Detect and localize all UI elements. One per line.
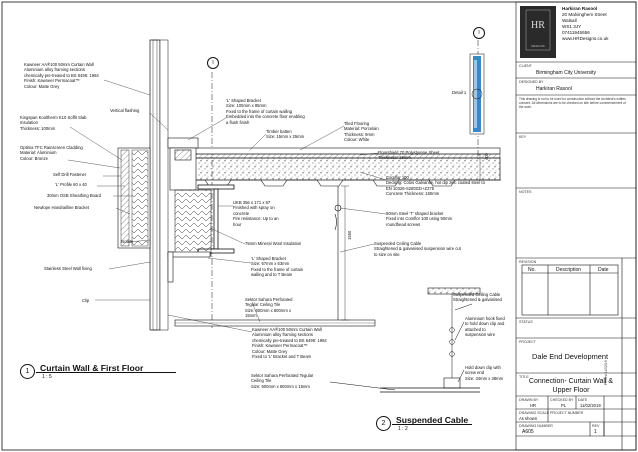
- company-name: Harkiran Rasool: [562, 6, 598, 11]
- rev-header-no: No.: [528, 267, 536, 273]
- detail-reference: Detail 1: [452, 90, 467, 95]
- print-date: Printed 11/02/19: [604, 360, 608, 385]
- date-label: DATE: [578, 398, 588, 402]
- label-mineral-wool: 75mm Mineral Wool Insulation: [245, 241, 302, 246]
- title-label: TITLE: [519, 375, 529, 379]
- dimension-plenum: 1550: [347, 230, 352, 240]
- rev-header-description: Description: [556, 267, 582, 273]
- label-slab-insulation: Kingspan Kooltherm K10 Soffit Slab Insul…: [20, 115, 87, 131]
- rev-value: 1: [594, 429, 597, 435]
- label-suspension-cable-main: Suspended Ceiling Cable Straightened & g…: [374, 241, 461, 257]
- section-marker-elevation: I: [473, 27, 485, 39]
- suspension-wire: [334, 186, 342, 320]
- project-label: PROJECT: [519, 340, 536, 344]
- slab-edge-brackets: [167, 137, 199, 191]
- revision-label: REVISION: [519, 260, 537, 264]
- key-label: KEY: [519, 135, 527, 139]
- section-marker-main: I: [207, 57, 219, 69]
- checked-value: PL: [561, 403, 567, 408]
- label-ceiling-tile-top: Sektor Sahara Perforated Tegular Ceiling…: [245, 297, 293, 319]
- designer-label: DESIGNED BY: [519, 80, 544, 84]
- label-l-profile: 'L' Profile 60 x 40: [55, 182, 87, 187]
- detail-1-underline: [36, 372, 176, 373]
- drawing-number-label: DRAWING NUMBER: [519, 424, 553, 428]
- label-l-bracket-mid: 'L' Shaped Bracket Size: 67mm x 63mm Fix…: [251, 256, 304, 278]
- drawn-value: HR: [530, 403, 537, 408]
- scale-label: DRAWING SCALE: [519, 411, 550, 415]
- label-osb: 30mm OSB Sheathing Board: [47, 193, 102, 198]
- cable-detail: [329, 287, 481, 393]
- drawing-number-value: A605: [522, 429, 534, 435]
- title-block-frame: [515, 1, 637, 451]
- elevation-thumbnail: [469, 40, 485, 160]
- curtain-wall-mullion: [149, 39, 169, 331]
- detail-1-title: Curtain Wall & First Floor: [40, 363, 144, 373]
- label-hook-fixed: Aluminium hook fixed to hold down clip a…: [465, 316, 505, 338]
- mineral-wool: [174, 189, 212, 257]
- detail-2-title: Suspended Cable: [396, 415, 469, 425]
- label-isolate: Isolate: [121, 239, 134, 244]
- dimension-slab: 400: [484, 153, 489, 160]
- label-cladding: Optima TFC Rainscreen Cladding Material:…: [20, 145, 83, 161]
- date-value: 11/02/2019: [580, 403, 601, 408]
- floor-slab: [194, 147, 501, 187]
- company-web: www.HRDesigns.co.uk: [562, 36, 609, 41]
- label-self-drill: Self Drill Fastener: [53, 172, 87, 177]
- label-clip: Clip: [82, 298, 90, 303]
- label-floorshield: Floorshield 70 Polystyrene Sheet Thickne…: [378, 150, 440, 161]
- label-handrail-bracket: Newlope Handrailline Bracket: [34, 205, 89, 210]
- project-number-label: PROJECT NUMBER: [550, 411, 584, 415]
- drawing-title: Connection- Curtain Wall & Upper Floor: [528, 378, 614, 394]
- company-phone: 07411945656: [562, 30, 590, 35]
- designer-value: Harkiran Rasool: [536, 86, 572, 92]
- label-ceiling-tile-bottom: Sektor Sahara Perforated Tegular Ceiling…: [251, 373, 314, 389]
- drawn-label: DRAWN BY: [519, 398, 539, 402]
- label-ukb: UKB 356 x 171 x 67 Finished with spray o…: [233, 200, 279, 227]
- label-curtain-wall-bottom: Kawneer AA®100 50mm Curtain Wall Alumini…: [252, 327, 327, 360]
- notes-label: NOTES: [519, 190, 532, 194]
- company-address-3: WS1 3JY: [562, 24, 582, 29]
- status-label: STATUS: [519, 320, 533, 324]
- client-label: CLIENT: [519, 64, 532, 68]
- company-address-1: 20 Malvinghem Street: [562, 12, 607, 17]
- cladding-zone: [117, 147, 151, 249]
- label-l-bracket-top: 'L' Shaped Bracket Size: 105mm x 85mm Fi…: [226, 98, 305, 125]
- client-value: Birmingham City University: [536, 70, 597, 76]
- rev-header-date: Date: [598, 267, 609, 273]
- label-vertical-flashing: Vertical flashing: [110, 108, 140, 113]
- company-address-2: Walsall: [562, 18, 577, 23]
- label-wall-fixing: Stainless Steel Wall fixing: [44, 266, 92, 271]
- detail-2-scale: 1 : 2: [398, 426, 408, 432]
- label-tiled-flooring: Tiled Flooring Material: Porcelain Thick…: [344, 121, 379, 143]
- label-hold-down-clip: Hold down clip with screw end Size: 34mm…: [465, 365, 504, 381]
- label-comflor: Comflor 100 Decking: Colos Galvanite, ho…: [386, 175, 485, 197]
- logo-letters: HR: [531, 20, 545, 31]
- scale-value: As shown: [519, 416, 538, 421]
- detail-1-number: 1: [20, 364, 35, 379]
- label-tee-bracket: 50mm Steel 'T' shaped bracket Fixed into…: [386, 211, 453, 227]
- detail-2-number: 2: [376, 416, 391, 431]
- disclaimer: This drawing is not to be used for const…: [519, 97, 626, 109]
- lower-l-bracket: [167, 251, 211, 283]
- detail-2-underline: [392, 424, 472, 425]
- checked-label: CHECKED BY: [550, 398, 574, 402]
- detail-1-scale: 1 : 5: [42, 374, 52, 380]
- rev-label: REV: [592, 424, 600, 428]
- project-value: Dale End Development: [532, 352, 609, 361]
- label-curtain-wall-top: Kawneer AA®100 50mm Curtain Wall Alumini…: [24, 62, 99, 89]
- ceiling-tile: [174, 319, 376, 327]
- logo-subtitle: DESIGNS: [531, 44, 545, 48]
- label-suspension-cable-2: Suspended Ceiling Cable Straightened & g…: [453, 292, 502, 303]
- leader-lines: [67, 79, 387, 333]
- label-timber-batten: Timber batten Size: 15mm x 25mm: [266, 129, 305, 140]
- dimension-lines: [341, 153, 484, 321]
